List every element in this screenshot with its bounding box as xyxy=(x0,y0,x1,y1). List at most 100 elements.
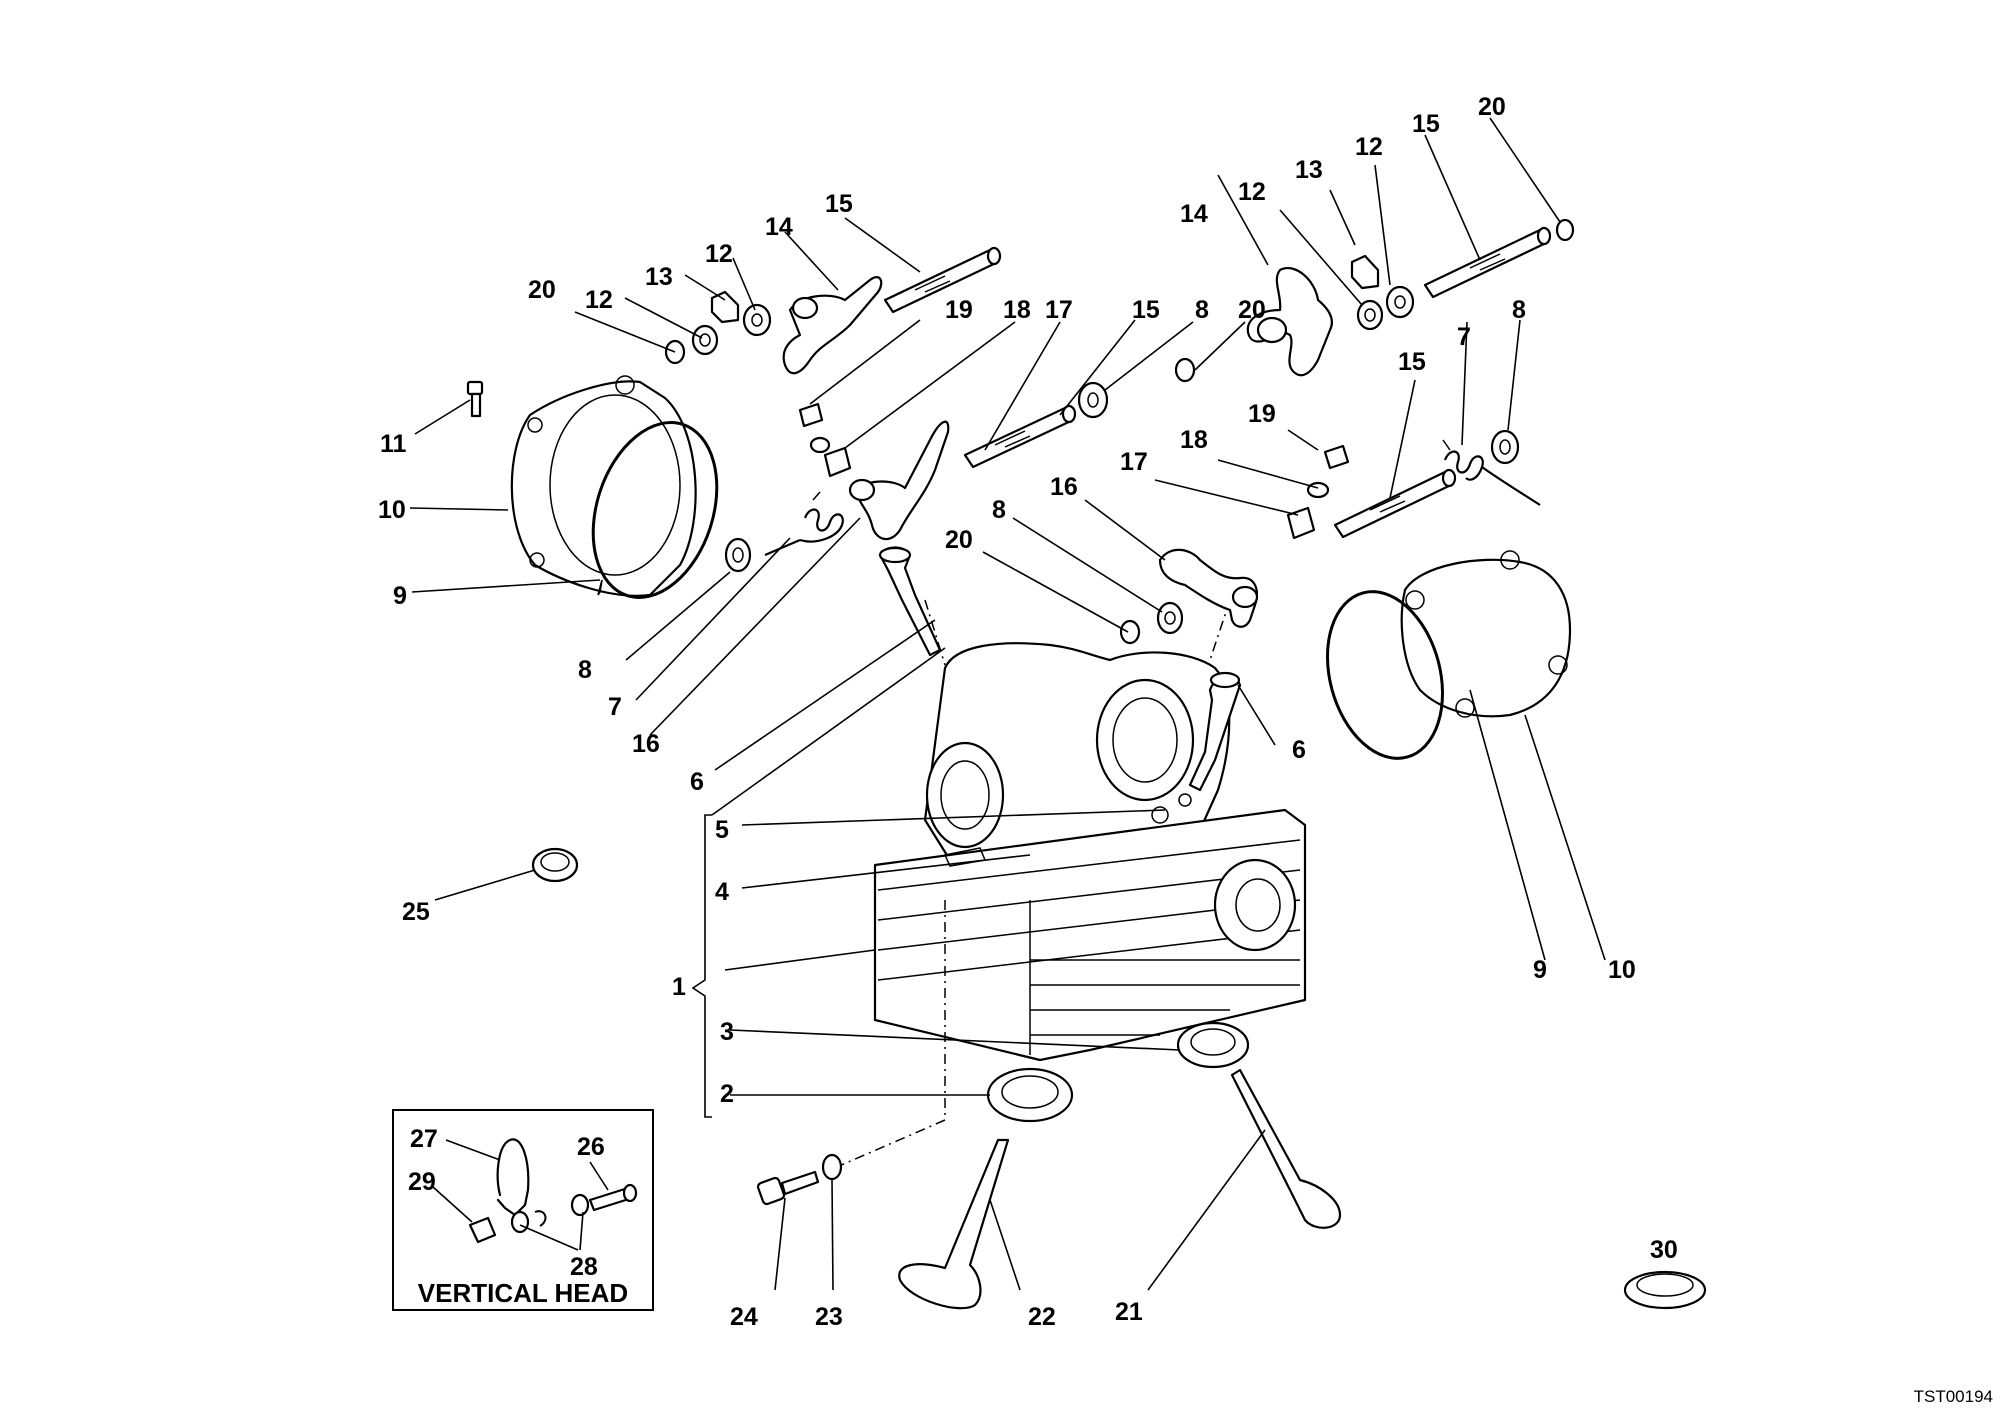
callout-19a: 19 xyxy=(945,296,973,324)
callout-4: 4 xyxy=(715,878,729,906)
callout-11: 11 xyxy=(380,430,407,458)
washer-8-left xyxy=(724,537,752,573)
washer-12-a xyxy=(742,303,772,337)
cap-17-a xyxy=(823,446,852,478)
callout-26: 26 xyxy=(577,1133,605,1161)
callout-17a: 17 xyxy=(1045,296,1073,324)
seal-30 xyxy=(1623,1270,1707,1310)
callout-labels: 1 2 3 4 5 6 6 7 7 8 8 8 8 9 9 10 10 11 1… xyxy=(378,93,1678,1331)
washer-12-d xyxy=(1356,299,1384,331)
callout-21: 21 xyxy=(1115,1298,1143,1326)
right-cover-gasket xyxy=(1325,590,1445,760)
callout-8b: 8 xyxy=(1195,296,1209,324)
vertical-head-inset: VERTICAL HEAD xyxy=(392,1109,654,1311)
callout-9a: 9 xyxy=(393,582,407,610)
callout-8a: 8 xyxy=(578,656,592,684)
rocker-arm-14-right xyxy=(1246,267,1334,377)
callout-12b: 12 xyxy=(705,240,733,268)
callout-6a: 6 xyxy=(690,768,704,796)
callout-10a: 10 xyxy=(378,496,406,524)
circlip-20-a xyxy=(664,339,686,365)
cap-17-b xyxy=(1286,506,1316,540)
washer-8-mid xyxy=(1077,381,1109,419)
spacer-13-a xyxy=(710,290,740,324)
callout-22: 22 xyxy=(1028,1303,1056,1331)
rocker-shaft-15-upper-right xyxy=(1423,226,1552,299)
washer-12-b xyxy=(691,324,719,356)
callout-1: 1 xyxy=(672,973,686,1001)
shim-19-a xyxy=(798,402,824,428)
valve-guide-6-right xyxy=(1188,671,1242,792)
callout-2: 2 xyxy=(720,1080,734,1108)
callout-29: 29 xyxy=(408,1168,436,1196)
rocker-arm-14-left xyxy=(782,276,883,375)
right-side-cover xyxy=(1400,550,1572,718)
ring-18-a xyxy=(809,436,831,454)
plug-25 xyxy=(531,847,579,883)
circlip-20-b xyxy=(1555,218,1575,242)
callout-18a: 18 xyxy=(1003,296,1031,324)
callout-16a: 16 xyxy=(632,730,660,758)
callout-12d: 12 xyxy=(1355,133,1383,161)
callout-10b: 10 xyxy=(1608,956,1636,984)
left-side-cover xyxy=(510,375,697,597)
valve-seat-2 xyxy=(986,1067,1074,1123)
callout-20b: 20 xyxy=(1238,296,1266,324)
spring-7-right xyxy=(1442,439,1541,506)
callout-24: 24 xyxy=(730,1303,758,1331)
callout-5: 5 xyxy=(715,816,729,844)
callout-19b: 19 xyxy=(1248,400,1276,428)
ring-18-b xyxy=(1306,481,1330,499)
valve-21 xyxy=(1230,1068,1342,1229)
rocker-shaft-15-lower-right xyxy=(1333,468,1457,539)
circlip-20-c xyxy=(1174,357,1196,383)
cylinder-head xyxy=(873,642,1307,1062)
shim-19-b xyxy=(1323,444,1350,470)
callout-17b: 17 xyxy=(1120,448,1148,476)
callout-7b: 7 xyxy=(1457,323,1471,351)
rocker-shaft-15-mid-left xyxy=(963,404,1077,469)
inset-title: VERTICAL HEAD xyxy=(418,1278,628,1308)
washer-8-lower xyxy=(1156,601,1184,635)
callout-20c: 20 xyxy=(945,526,973,554)
callout-25: 25 xyxy=(402,898,430,926)
callout-14b: 14 xyxy=(1180,200,1208,228)
callout-15d: 15 xyxy=(1412,110,1440,138)
valve-22 xyxy=(898,1138,1010,1310)
callout-12c: 12 xyxy=(1238,178,1266,206)
callout-13a: 13 xyxy=(645,263,673,291)
callout-12a: 12 xyxy=(585,286,613,314)
rocker-arm-16-left xyxy=(853,420,950,541)
callout-30: 30 xyxy=(1650,1236,1678,1264)
callout-15b: 15 xyxy=(1132,296,1160,324)
callout-3: 3 xyxy=(720,1018,734,1046)
washer-12-c xyxy=(1385,285,1415,319)
rocker-arm-16-right xyxy=(1158,548,1258,628)
callout-8c: 8 xyxy=(992,496,1006,524)
drawing-reference-code: TST00194 xyxy=(1914,1387,1993,1406)
left-cover-gasket xyxy=(591,421,719,599)
washer-23 xyxy=(821,1153,843,1181)
leader-lines xyxy=(409,117,1606,1291)
callout-18b: 18 xyxy=(1180,426,1208,454)
callout-27: 27 xyxy=(410,1125,438,1153)
callout-20d: 20 xyxy=(1478,93,1506,121)
callout-16b: 16 xyxy=(1050,473,1078,501)
valve-seat-3 xyxy=(1176,1021,1250,1069)
callout-20a: 20 xyxy=(528,276,556,304)
callout-7a: 7 xyxy=(608,693,622,721)
callout-23: 23 xyxy=(815,1303,843,1331)
group-bracket-1 xyxy=(691,814,712,1118)
washer-8-right xyxy=(1490,429,1520,465)
rocker-shaft-15-upper-left xyxy=(883,246,1002,314)
bolt-24 xyxy=(756,1170,820,1206)
valve-guide-6-left xyxy=(878,546,942,657)
callout-9b: 9 xyxy=(1533,956,1547,984)
spring-7-left xyxy=(764,491,844,557)
callout-15a: 15 xyxy=(825,190,853,218)
callout-14a: 14 xyxy=(765,213,793,241)
spacer-13-b xyxy=(1350,254,1380,290)
callout-28: 28 xyxy=(570,1253,598,1281)
circlip-20-d xyxy=(1119,619,1141,645)
callout-6b: 6 xyxy=(1292,736,1306,764)
